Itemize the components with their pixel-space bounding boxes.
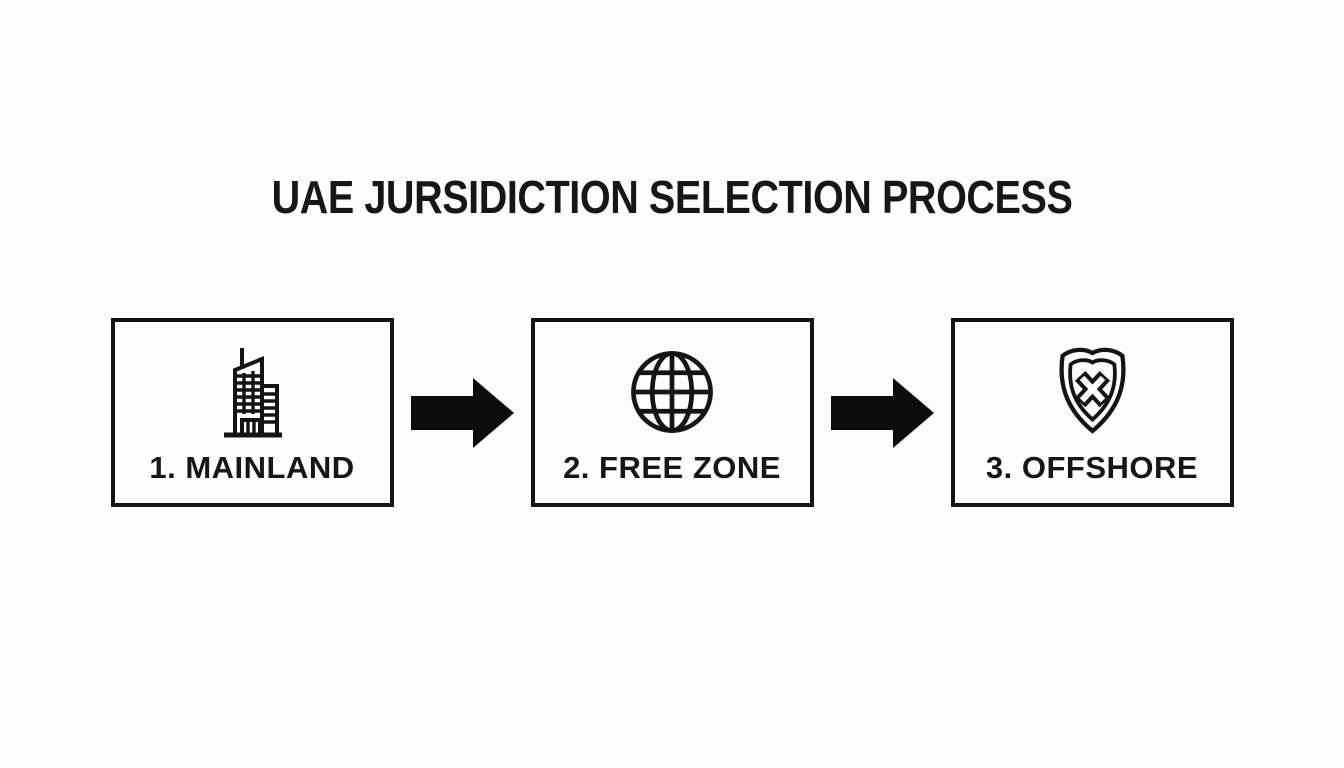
shield-x-icon (1045, 340, 1140, 444)
step-box-free-zone: 2. FREE ZONE (530, 318, 814, 507)
step-box-offshore: 3. OFFSHORE (950, 318, 1234, 507)
globe-icon (623, 340, 721, 444)
step-label-mainland: 1. MAINLAND (149, 450, 355, 485)
step-label-offshore: 3. OFFSHORE (985, 450, 1199, 485)
step-label-free-zone: 2. FREE ZONE (563, 450, 781, 485)
step-box-mainland: 1. MAINLAND (110, 318, 394, 507)
arrow-right-icon (830, 375, 934, 451)
arrow-right-icon (410, 375, 514, 451)
building-icon (202, 340, 302, 444)
diagram-title: UAE JURSIDICTION SELECTION PROCESS (271, 171, 1073, 223)
process-flow: 1. MAINLAND 2. FREE ZONE (0, 318, 1344, 507)
